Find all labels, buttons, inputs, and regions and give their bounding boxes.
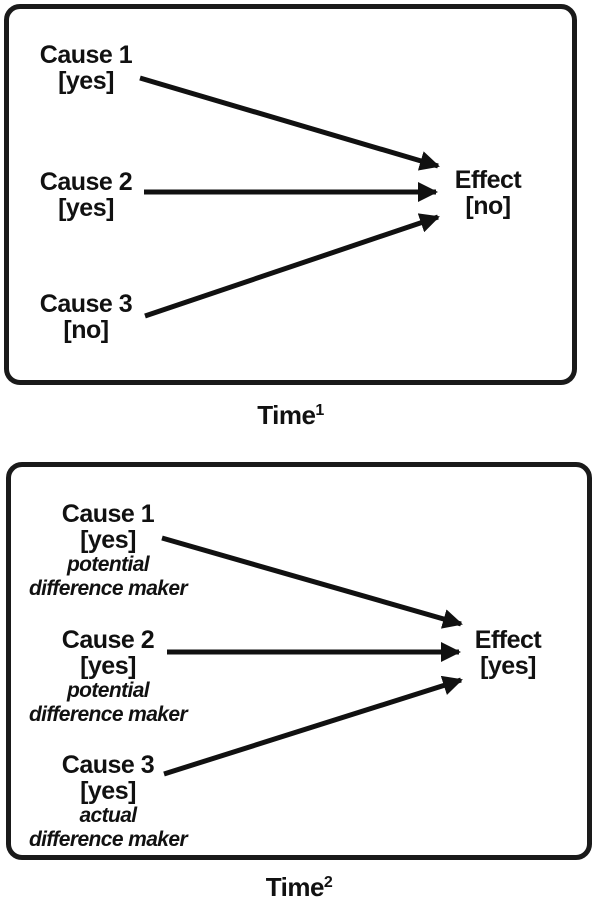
effect-name: Effect <box>454 166 522 194</box>
time-word: Time <box>265 872 325 901</box>
panel1-cause1-label: Cause 1 [yes] <box>16 42 156 94</box>
cause-note-line2: difference maker <box>28 828 188 851</box>
cause-name: Cause 2 <box>39 168 133 196</box>
effect-state: [no] <box>465 192 511 220</box>
panel1-time-caption: Time1 <box>4 400 577 431</box>
panel-time1-box <box>4 4 577 385</box>
cause-name: Cause 2 <box>61 626 155 654</box>
panel-time2-box <box>6 462 592 860</box>
cause-state: [no] <box>63 316 109 344</box>
effect-name: Effect <box>474 626 542 654</box>
time-superscript: 1 <box>315 402 324 419</box>
cause-state: [yes] <box>80 777 136 805</box>
cause-name: Cause 1 <box>39 41 133 69</box>
cause-state: [yes] <box>58 194 114 222</box>
cause-state: [yes] <box>58 67 114 95</box>
cause-name: Cause 3 <box>61 751 155 779</box>
time-superscript: 2 <box>323 874 333 891</box>
cause-note-line2: difference maker <box>28 577 188 600</box>
time-word: Time <box>257 400 316 430</box>
cause-note-line1: actual <box>79 804 137 827</box>
cause-state: [yes] <box>80 652 136 680</box>
panel1-cause3-label: Cause 3 [no] <box>16 291 156 343</box>
cause-note-line2: difference maker <box>28 703 188 726</box>
panel1-effect-label: Effect [no] <box>418 167 558 219</box>
panel2-time-caption: Time2 <box>6 872 592 901</box>
cause-note-line1: potential <box>66 553 150 576</box>
panel2-cause1-label: Cause 1 [yes] potential difference maker <box>13 501 203 601</box>
panel2-cause2-label: Cause 2 [yes] potential difference maker <box>13 627 203 727</box>
panel1-cause2-label: Cause 2 [yes] <box>16 169 156 221</box>
cause-name: Cause 1 <box>61 500 155 528</box>
cause-state: [yes] <box>80 526 136 554</box>
effect-state: [yes] <box>480 652 536 680</box>
panel2-cause3-label: Cause 3 [yes] actual difference maker <box>13 752 203 852</box>
cause-note-line1: potential <box>66 679 150 702</box>
cause-name: Cause 3 <box>39 290 133 318</box>
panel2-effect-label: Effect [yes] <box>438 627 578 679</box>
